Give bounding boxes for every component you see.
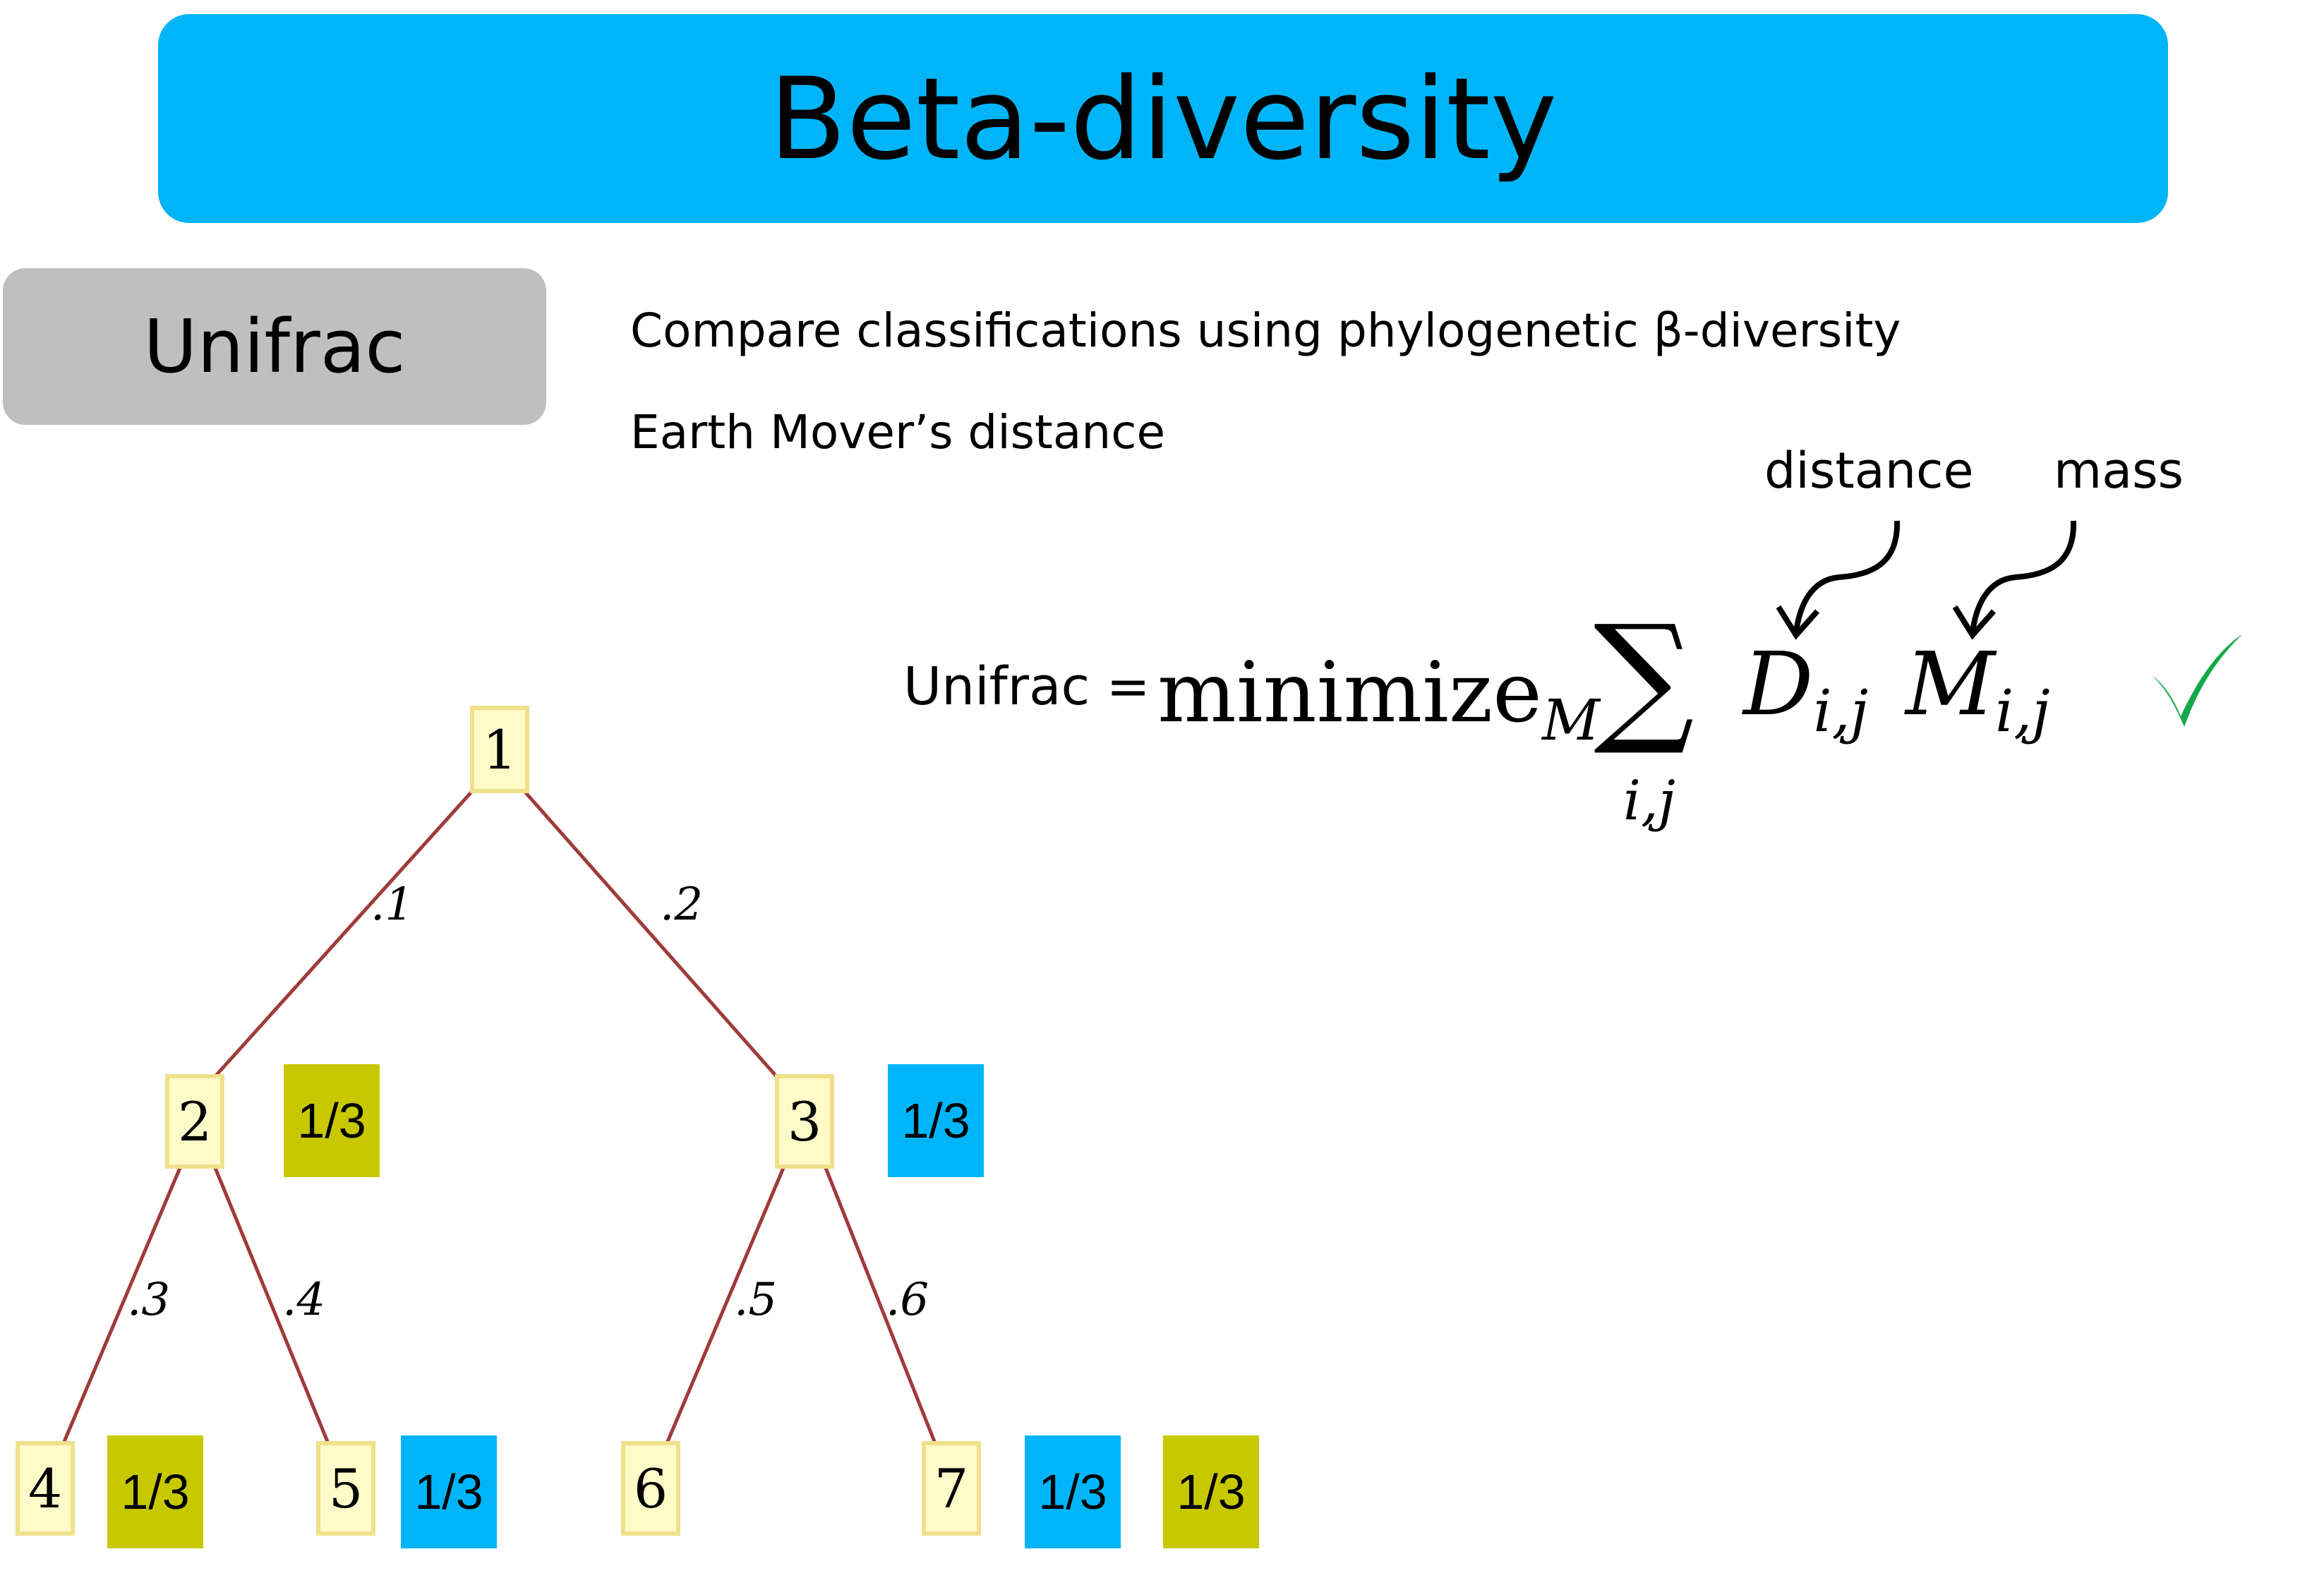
mass-box-node-5: 1/3 <box>401 1435 497 1548</box>
edge-label-1-2: .1 <box>371 879 414 931</box>
edge-3-7 <box>824 1167 937 1444</box>
arrowhead-distance <box>1776 605 1819 640</box>
arrow-mass <box>1970 520 2077 632</box>
edge-label-2-4: .3 <box>127 1274 171 1326</box>
tree-node-1: 1 <box>470 706 529 793</box>
mass-box-node-4: 1/3 <box>107 1435 203 1548</box>
edge-label-3-6: .5 <box>734 1274 778 1326</box>
formula-operator-sub: M <box>1542 687 1600 753</box>
tree-node-2: 2 <box>165 1074 224 1169</box>
edge-1-2 <box>214 789 474 1078</box>
edge-2-5 <box>213 1167 330 1444</box>
formula-operator-name: minimize <box>1157 644 1543 741</box>
page-title: Beta-diversity <box>769 52 1558 185</box>
section-label: Unifrac <box>143 303 406 390</box>
formula-m-sub: i,j <box>1994 678 2050 745</box>
mass-box-node-2: 1/3 <box>284 1064 380 1177</box>
formula-lhs: Unifrac = <box>903 656 1150 717</box>
edge-1-3 <box>522 789 778 1078</box>
mass-box-node-3: 1/3 <box>888 1064 984 1177</box>
bullet-compare: Compare classifications using phylogenet… <box>630 303 1901 358</box>
edge-label-1-3: .2 <box>660 879 704 931</box>
formula-d-letter: D <box>1743 634 1814 735</box>
bullet-earth-movers: Earth Mover’s distance <box>630 405 1166 459</box>
section-badge: Unifrac <box>3 268 546 425</box>
formula-operator: minimizeM <box>1157 644 1600 753</box>
edge-3-6 <box>665 1167 785 1444</box>
tree-node-3: 3 <box>775 1074 834 1169</box>
edge-label-2-5: .4 <box>282 1274 326 1326</box>
tree-node-7: 7 <box>922 1441 981 1536</box>
formula-term-m: Mi,j <box>1905 634 2050 745</box>
mass-box-node-7-blue: 1/3 <box>1025 1435 1121 1548</box>
formula-sum-symbol: ∑ <box>1594 595 1694 759</box>
arrow-distance <box>1793 520 1901 632</box>
formula-d-sub: i,j <box>1813 678 1869 745</box>
check-icon <box>2153 634 2243 727</box>
arrowhead-mass <box>1952 605 1996 640</box>
annotation-mass: mass <box>2054 442 2184 500</box>
edge-2-4 <box>61 1167 182 1444</box>
tree-node-6: 6 <box>621 1441 680 1536</box>
edge-label-3-7: .6 <box>886 1274 929 1326</box>
formula-sum-index: i,j <box>1623 769 1675 833</box>
title-banner: Beta-diversity <box>158 14 2168 223</box>
formula-m-letter: M <box>1905 634 1995 735</box>
formula-term-d: Di,j <box>1743 634 1868 745</box>
annotation-distance: distance <box>1764 442 1974 500</box>
tree-node-4: 4 <box>16 1441 75 1536</box>
tree-node-5: 5 <box>316 1441 375 1536</box>
mass-box-node-7-olive: 1/3 <box>1163 1435 1259 1548</box>
